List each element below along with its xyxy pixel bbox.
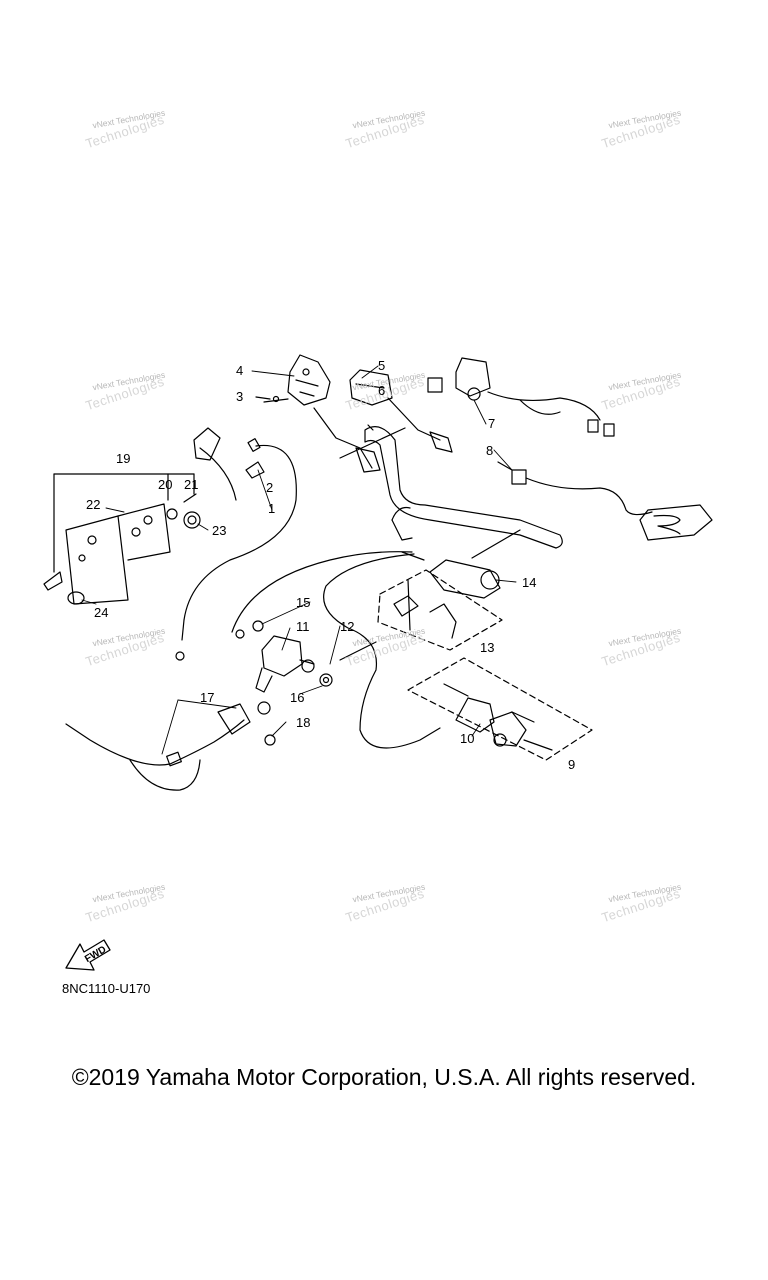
part-17-cable: [65, 701, 276, 791]
callout-4: 4: [236, 363, 244, 378]
part-22-bracket: [65, 503, 171, 605]
part-7-switch: [455, 357, 615, 437]
callout-19: 19: [116, 451, 131, 466]
part-23-grommet: [183, 511, 201, 529]
part-1-cable: [175, 438, 297, 661]
callout-1: 1: [268, 501, 276, 516]
part-16-nut: [319, 673, 333, 687]
part-11-sensor: [235, 629, 315, 693]
copyright-notice: ©2019 Yamaha Motor Corporation, U.S.A. A…: [71, 1064, 697, 1090]
part-13-group: [377, 569, 503, 651]
part-2-clip: [245, 461, 265, 479]
callout-12: 12: [340, 619, 355, 634]
part-6-clip: [427, 377, 443, 393]
part-13-lever: [393, 579, 457, 639]
callout-20: 20: [158, 477, 173, 492]
callout-16: 16: [290, 690, 305, 705]
part-9-group: [407, 657, 593, 761]
callout-17: 17: [200, 690, 215, 705]
fwd-label: FWD: [83, 944, 108, 965]
callout-21: 21: [184, 477, 199, 492]
part-5-switch: [339, 369, 453, 459]
callout-7: 7: [488, 416, 496, 431]
handlebar: [364, 424, 563, 549]
leader-lines: [81, 365, 517, 755]
callout-3: 3: [236, 389, 244, 404]
part-14-lever: [401, 529, 521, 599]
callout-24: 24: [94, 605, 109, 620]
callout-18: 18: [296, 715, 311, 730]
part-3-screw: [255, 395, 289, 403]
diagram-code: 8NC1110-U170: [62, 981, 151, 996]
callout-5: 5: [378, 358, 386, 373]
callout-8: 8: [486, 443, 494, 458]
callout-6: 6: [378, 383, 386, 398]
part-4-switch: [287, 354, 381, 473]
callout-22: 22: [86, 497, 101, 512]
callout-9: 9: [568, 757, 576, 772]
part-15-nut: [252, 620, 264, 632]
fwd-arrow: [65, 939, 111, 971]
part-21-bolt: [183, 493, 197, 503]
callout-2: 2: [266, 480, 274, 495]
callout-13: 13: [480, 640, 495, 655]
part-throttle-lever: [193, 427, 237, 501]
part-20-nut: [166, 508, 178, 520]
callout-14: 14: [522, 575, 537, 590]
part-19-bracket-line: [53, 473, 195, 573]
callout-23: 23: [212, 523, 227, 538]
callout-10: 10: [460, 731, 475, 746]
callout-11: 11: [296, 619, 310, 634]
part-12-cable: [231, 551, 441, 749]
part-8-heater: [497, 461, 713, 541]
part-24-ring: [43, 571, 85, 605]
callout-15: 15: [296, 595, 311, 610]
